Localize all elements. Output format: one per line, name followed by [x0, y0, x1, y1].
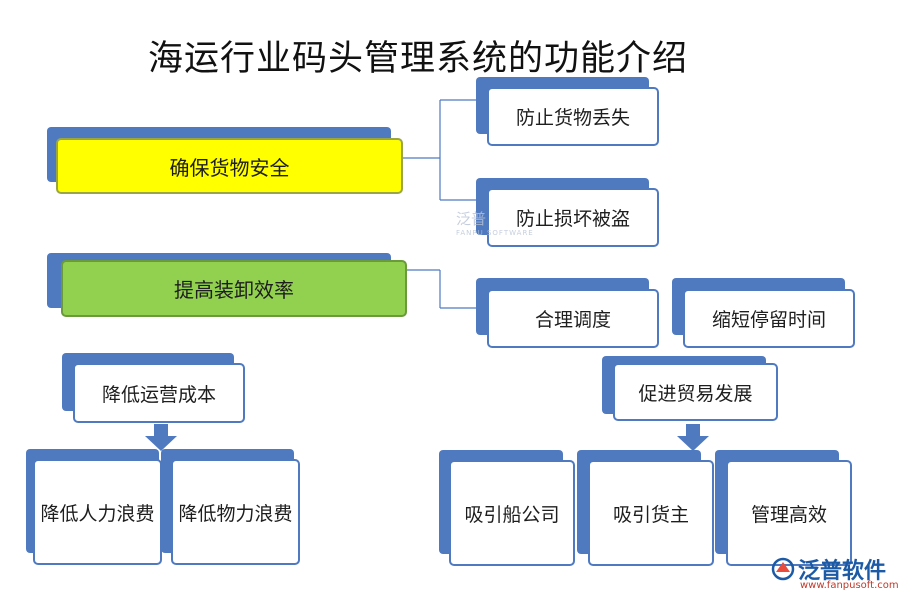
- brand-logo: 泛普软件: [770, 553, 886, 585]
- section4-sub-label: 吸引货主: [612, 503, 689, 526]
- watermark-text: 泛普: [456, 210, 487, 228]
- section2-sub-label: 合理调度: [534, 309, 611, 331]
- section1-main-label: 确保货物安全: [169, 155, 290, 180]
- page-title: 海运行业码头管理系统的功能介绍: [148, 39, 689, 79]
- section4-main-label: 促进贸易发展: [638, 382, 753, 405]
- section4-sub-label: 吸引船公司: [464, 503, 560, 526]
- section3-sub-label: 降低人力浪费: [40, 502, 155, 525]
- section1-sub-label: 防止损坏被盗: [515, 208, 630, 230]
- down-arrow-icon: [677, 424, 709, 451]
- fanpu-logo-icon: [771, 557, 795, 581]
- section2-main-label: 提高装卸效率: [174, 278, 294, 302]
- watermark-sub: FANPU SOFTWARE: [456, 229, 534, 237]
- section2-sub-label: 缩短停留时间: [711, 309, 826, 331]
- section4-sub-label: 管理高效: [750, 503, 827, 526]
- logo-url: www.fanpusoft.com: [800, 580, 899, 591]
- watermark: 泛普 FANPU SOFTWARE: [456, 208, 534, 237]
- logo-name: 泛普软件: [798, 559, 887, 584]
- section3-sub-label: 降低物力浪费: [178, 502, 293, 525]
- section1-sub-label: 防止货物丢失: [515, 107, 630, 129]
- down-arrow-icon: [145, 424, 177, 451]
- section3-main-label: 降低运营成本: [101, 383, 216, 406]
